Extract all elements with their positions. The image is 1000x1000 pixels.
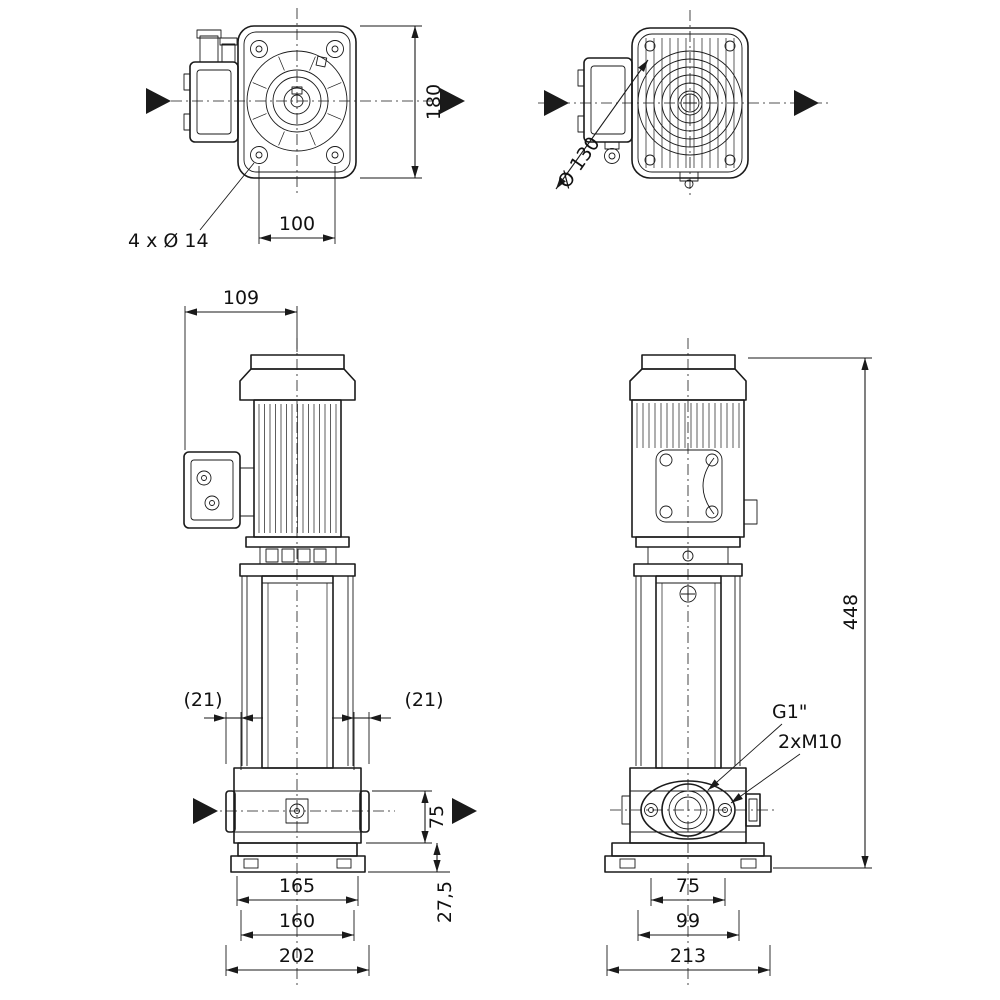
view-top-flange: 180 100 4 x Ø 14: [128, 8, 465, 252]
flow-arrow-icon: [544, 90, 569, 116]
flow-arrow-icon: [440, 88, 465, 114]
dim-bolt-spacing: 75: [650, 875, 726, 906]
pump-column-side: [635, 575, 741, 769]
label-port-thread: G1": [707, 701, 808, 791]
dim-overall-height: 448: [748, 357, 872, 869]
dim-left-overhang: (21): [183, 689, 263, 770]
dim-label-21-left: (21): [183, 689, 222, 711]
dim-label-180: 180: [423, 84, 445, 120]
motor-side: [629, 354, 758, 538]
coupling-front: [239, 536, 356, 577]
dim-width-overall: 202: [225, 945, 370, 976]
dim-label-99: 99: [676, 910, 700, 932]
dim-right-overhang: (21): [332, 689, 444, 770]
flow-arrow-icon: [794, 90, 819, 116]
dim-label-109: 109: [223, 287, 259, 309]
dim-fan-diameter: Ø 130: [554, 59, 649, 193]
dim-flange-hole-spacing: 100: [258, 166, 336, 244]
terminal-box-front: [183, 451, 255, 529]
flow-arrow-icon: [146, 88, 171, 114]
dim-foot-width: 99: [637, 910, 740, 941]
terminal-box-top: [183, 29, 239, 143]
view-front: 109 (21) (21) 75 27,5: [183, 287, 477, 988]
pump-base-front: [225, 767, 370, 873]
dim-label-160: 160: [279, 910, 315, 932]
dim-label-27-5: 27,5: [434, 881, 456, 923]
dim-base-width: 213: [606, 945, 771, 976]
dim-label-100: 100: [279, 213, 315, 235]
pump-column-front: [241, 575, 354, 769]
dim-label-165: 165: [279, 875, 315, 897]
dim-width-inner: 165: [236, 875, 359, 906]
dim-label-75-front: 75: [426, 805, 448, 829]
dim-label-213: 213: [670, 945, 706, 967]
label-g1: G1": [772, 701, 808, 723]
label-anchor-bolts: 2xM10: [730, 731, 842, 804]
dim-port-height: 75: [366, 790, 448, 844]
label-2xm10: 2xM10: [778, 731, 842, 753]
inlet-arrow-icon: [193, 798, 218, 824]
motor-front: [239, 354, 356, 538]
dim-label-130: Ø 130: [554, 133, 605, 193]
dim-label-448: 448: [840, 594, 862, 630]
dim-label-21-right: (21): [404, 689, 443, 711]
dim-width-mid: 160: [240, 910, 355, 941]
view-top-fan: Ø 130: [538, 10, 828, 198]
pump-base-side: [604, 767, 772, 873]
dim-label-202: 202: [279, 945, 315, 967]
outlet-arrow-icon: [452, 798, 477, 824]
view-side: 448 G1" 2xM10 75 99 213: [604, 338, 872, 988]
fan-cover: [631, 27, 749, 189]
dim-motor-width: 109: [184, 287, 298, 450]
dim-label-75-side: 75: [676, 875, 700, 897]
label-4x14: 4 x Ø 14: [128, 230, 209, 252]
dim-flange-height: 180: [360, 25, 445, 179]
label-flange-holes: 4 x Ø 14: [128, 162, 255, 252]
dim-foot-height: 27,5: [368, 843, 456, 923]
